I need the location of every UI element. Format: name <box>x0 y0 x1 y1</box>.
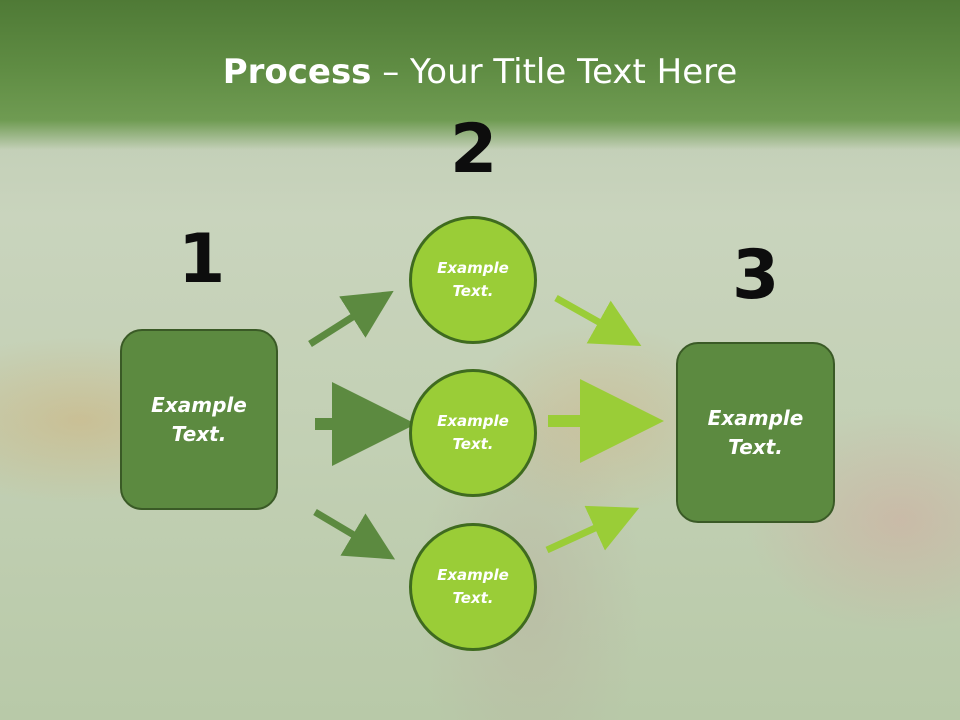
slide-title: Process – Your Title Text Here <box>0 52 960 92</box>
arrow-to-circle-1 <box>308 290 394 347</box>
right-box-line2: Text. <box>728 434 783 459</box>
circle-1-line1: Example <box>437 259 509 277</box>
circle-3-line2: Text. <box>452 589 494 607</box>
left-box-line1: Example <box>151 392 247 417</box>
step-number-1: 1 <box>178 220 226 299</box>
arrow-from-circle-1 <box>554 294 642 347</box>
circle-2-line2: Text. <box>452 435 494 453</box>
step-number-2: 2 <box>450 110 498 189</box>
left-box-line2: Text. <box>171 421 227 446</box>
title-bold: Process <box>222 52 372 92</box>
circle-2-line1: Example <box>437 412 509 430</box>
step-number-3: 3 <box>732 236 780 315</box>
arrow-to-circle-3 <box>313 508 396 560</box>
circle-1-line2: Text. <box>452 282 494 300</box>
circle-3-line1: Example <box>437 566 509 584</box>
arrow-from-circle-3 <box>545 505 640 554</box>
header-band <box>0 0 960 150</box>
title-rest: – Your Title Text Here <box>371 52 738 92</box>
right-box-line1: Example <box>707 405 804 430</box>
